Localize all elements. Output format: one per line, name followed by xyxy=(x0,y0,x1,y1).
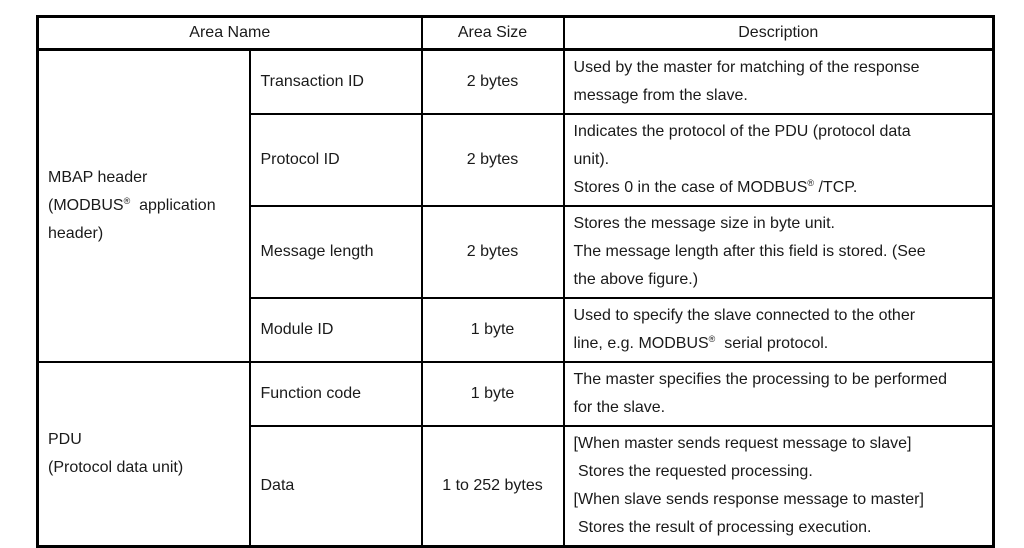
column-header-area-name: Area Name xyxy=(36,15,423,51)
description-cell: The master specifies the processing to b… xyxy=(562,361,995,427)
group-cell-mbap-header: MBAP header (MODBUS® application header) xyxy=(36,48,251,363)
table-row-message-length: Message length 2 bytes Stores the messag… xyxy=(38,205,995,299)
area-name-cell: Message length xyxy=(248,205,423,299)
registered-trademark-symbol: ® xyxy=(708,334,716,344)
area-size-cell: 2 bytes xyxy=(420,48,565,115)
description-cell: Stores the message size in byte unit. Th… xyxy=(562,205,995,299)
description-cell: Indicates the protocol of the PDU (proto… xyxy=(562,113,995,207)
description-cell: Used to specify the slave connected to t… xyxy=(562,297,995,363)
modbus-message-areas-table: Area Name Area Size Description MBAP hea… xyxy=(36,15,996,548)
area-size-cell: 1 to 252 bytes xyxy=(420,425,565,548)
column-header-description: Description xyxy=(562,15,995,51)
column-header-area-size: Area Size xyxy=(420,15,565,51)
description-cell: [When master sends request message to sl… xyxy=(562,425,995,548)
area-name-cell: Function code xyxy=(248,361,423,427)
area-name-cell: Transaction ID xyxy=(248,48,423,115)
description-cell: Used by the master for matching of the r… xyxy=(562,48,995,115)
area-size-cell: 1 byte xyxy=(420,361,565,427)
document-page: Area Name Area Size Description MBAP hea… xyxy=(36,15,996,548)
table-header-row: Area Name Area Size Description xyxy=(36,15,995,51)
area-name-cell: Module ID xyxy=(248,297,423,363)
table-row-function-code: PDU (Protocol data unit) Function code 1… xyxy=(36,361,995,548)
area-size-cell: 2 bytes xyxy=(420,113,565,207)
table-row-module-id: Module ID 1 byte Used to specify the sla… xyxy=(38,297,995,363)
table-row-transaction-id: MBAP header (MODBUS® application header)… xyxy=(36,48,995,363)
table-row-protocol-id: Protocol ID 2 bytes Indicates the protoc… xyxy=(38,113,995,207)
group-cell-pdu: PDU (Protocol data unit) xyxy=(36,361,251,548)
area-size-cell: 1 byte xyxy=(420,297,565,363)
area-size-cell: 2 bytes xyxy=(420,205,565,299)
area-name-cell: Data xyxy=(248,425,423,548)
area-name-cell: Protocol ID xyxy=(248,113,423,207)
registered-trademark-symbol: ® xyxy=(807,178,815,188)
registered-trademark-symbol: ® xyxy=(123,196,131,206)
